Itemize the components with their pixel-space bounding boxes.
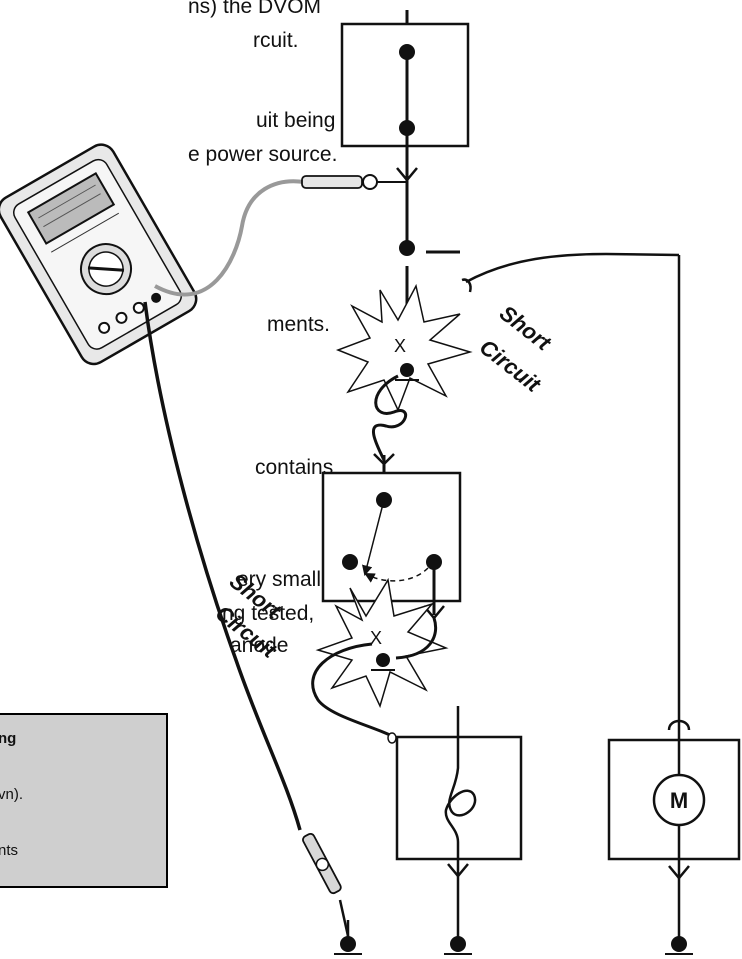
ground-bulb <box>444 936 472 955</box>
svg-text:X: X <box>370 628 382 648</box>
top-component <box>340 10 470 148</box>
text-line-8: ng tested, <box>222 602 315 625</box>
bulb-component <box>395 706 523 940</box>
text-line-7: ery small <box>237 568 322 591</box>
switch-component <box>321 455 462 615</box>
short-circuit-burst-upper: X <box>335 283 473 412</box>
text-line-1: ns) the DVOM <box>188 0 322 18</box>
probe-black <box>302 832 342 895</box>
probe-lead-black <box>143 301 302 831</box>
text-line-6: contains <box>255 456 334 479</box>
ground-motor <box>665 936 693 955</box>
text-line-3: uit being <box>256 109 336 132</box>
multimeter <box>0 143 198 366</box>
motor-letter: M <box>670 788 688 813</box>
short-circuit-burst-lower: X <box>315 577 449 709</box>
note-box: ng vn). nts <box>0 713 168 888</box>
text-line-9: anode <box>230 634 289 657</box>
note-line-2: vn). <box>0 786 24 803</box>
short-wire-b <box>311 642 393 738</box>
svg-text:X: X <box>394 336 406 356</box>
probe-red <box>301 174 406 190</box>
text-line-2: rcuit. <box>253 29 299 52</box>
connector-chevron-1 <box>396 167 418 182</box>
short-wire-a <box>395 617 438 660</box>
motor-component: M <box>607 255 741 940</box>
wire-to-motor <box>465 252 680 284</box>
ground-left <box>334 920 362 955</box>
note-line-1: ng <box>0 730 17 747</box>
text-line-5: ments. <box>267 313 331 336</box>
connector-node <box>399 240 415 256</box>
probe-lead-red <box>154 179 305 297</box>
loop-wire-upper <box>371 374 407 461</box>
note-line-3: nts <box>0 842 19 859</box>
text-line-4: e power source. <box>188 143 338 166</box>
